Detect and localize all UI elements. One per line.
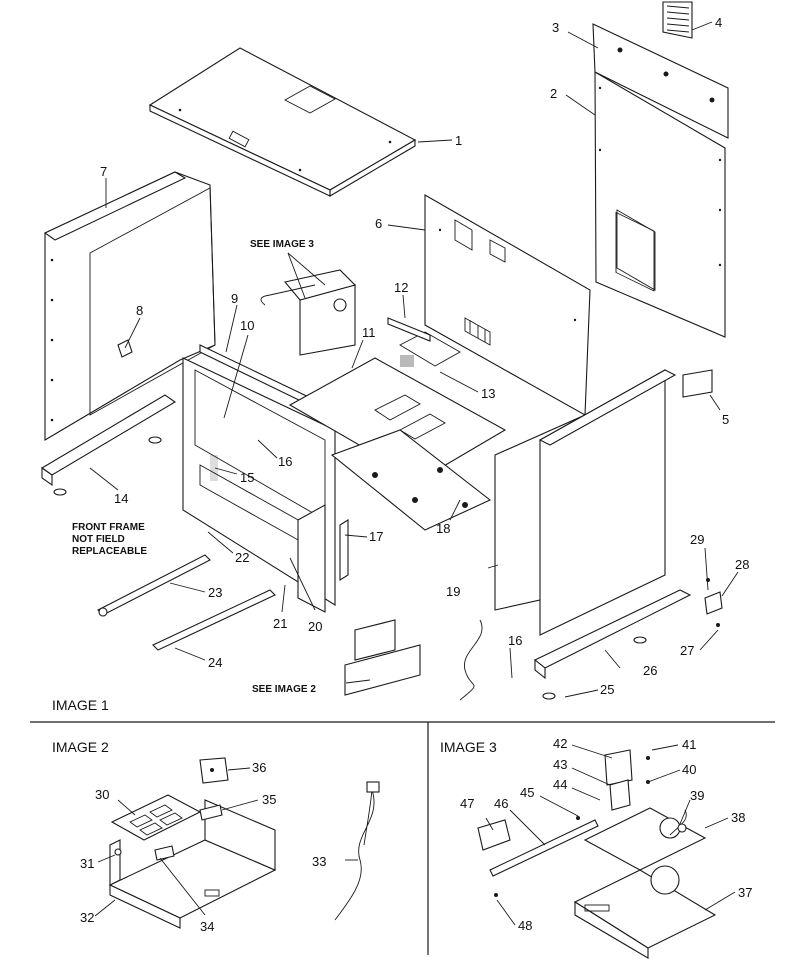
callout-46: 46 (494, 796, 508, 811)
left-side-panel (43, 171, 216, 441)
callout-36: 36 (252, 760, 266, 775)
callout-16b: 16 (508, 633, 522, 648)
image3-valve-body (583, 807, 707, 895)
callout-16a: 16 (278, 454, 292, 469)
drawer-slide-right (152, 589, 276, 651)
callout-18: 18 (436, 521, 450, 536)
image2-clip-34 (154, 845, 175, 861)
callout-45: 45 (520, 785, 534, 800)
callout-28: 28 (735, 557, 749, 572)
callout-27: 27 (680, 643, 694, 658)
vent-grille (662, 1, 693, 39)
callout-12: 12 (394, 280, 408, 295)
callout-42: 42 (553, 736, 567, 751)
section-title-image2: IMAGE 2 (52, 739, 109, 755)
image2-screw-31 (114, 848, 122, 856)
image3-valve-base-plate (573, 869, 717, 959)
callout-15: 15 (240, 470, 254, 485)
callout-34: 34 (200, 919, 214, 934)
callout-30: 30 (95, 787, 109, 802)
image3-bracket-stack (604, 749, 650, 811)
image2-power-cord (334, 789, 375, 921)
image2-relay (199, 757, 229, 784)
callout-19: 19 (446, 584, 460, 599)
callout-20: 20 (308, 619, 322, 634)
callout-35: 35 (262, 792, 276, 807)
callout-14: 14 (114, 491, 128, 506)
note-front-frame-line1: FRONT FRAME (72, 522, 145, 533)
note-front-frame-line3: REPLACEABLE (72, 546, 147, 557)
note-see-image-3: SEE IMAGE 3 (250, 239, 314, 250)
callout-25: 25 (600, 682, 614, 697)
front-hinge-bracket (297, 504, 349, 613)
callout-3: 3 (552, 20, 559, 35)
terminal-block-box-thumbnail (344, 619, 421, 696)
callout-4: 4 (715, 15, 722, 30)
right-toe-rail (533, 589, 692, 700)
callout-26: 26 (643, 663, 657, 678)
callout-47: 47 (460, 796, 474, 811)
callout-37: 37 (738, 885, 752, 900)
power-cord-thumbnail (459, 619, 483, 701)
section-title-image3: IMAGE 3 (440, 739, 497, 755)
callout-9: 9 (231, 291, 238, 306)
image2-cord-plug (366, 781, 380, 793)
gas-valve-assembly-thumbnail (260, 269, 357, 356)
callout-44: 44 (553, 777, 567, 792)
image2-clip-35 (199, 804, 223, 821)
callout-11: 11 (362, 325, 376, 340)
leader-lines-image2 (94, 767, 358, 917)
note-front-frame-line2: NOT FIELD (72, 534, 125, 545)
callout-22: 22 (235, 550, 249, 565)
drawer-slide-left (97, 554, 211, 617)
image3-thermostat-probe (669, 809, 687, 836)
leader-lines-image3 (485, 744, 736, 926)
burner-bracket (387, 317, 431, 342)
image2-terminal-board (110, 794, 202, 841)
callout-39: 39 (690, 788, 704, 803)
callout-6: 6 (375, 216, 382, 231)
callout-13: 13 (481, 386, 495, 401)
side-switch (117, 339, 133, 358)
left-toe-rail (40, 394, 177, 496)
right-side-panel (494, 369, 677, 636)
section-title-image1: IMAGE 1 (52, 697, 109, 713)
callout-40: 40 (682, 762, 696, 777)
callout-17: 17 (369, 529, 383, 544)
callout-43: 43 (553, 757, 567, 772)
callout-23: 23 (208, 585, 222, 600)
rear-trim-strip (592, 23, 729, 139)
callout-41: 41 (682, 737, 696, 752)
image3-knob-and-rod (477, 816, 599, 897)
callout-48: 48 (518, 918, 532, 933)
callout-5: 5 (722, 412, 729, 427)
callout-29: 29 (690, 532, 704, 547)
top-panel (148, 47, 417, 197)
callout-21: 21 (273, 616, 287, 631)
callout-2: 2 (550, 86, 557, 101)
callout-31: 31 (80, 856, 94, 871)
callout-33: 33 (312, 854, 326, 869)
rating-label (682, 369, 713, 398)
callout-24: 24 (208, 655, 222, 670)
callout-32: 32 (80, 910, 94, 925)
back-wall-panel (424, 194, 591, 416)
base-pan (330, 429, 492, 531)
rear-panel (594, 71, 726, 338)
callout-10: 10 (240, 318, 254, 333)
note-see-image-2: SEE IMAGE 2 (252, 684, 316, 695)
callout-8: 8 (136, 303, 143, 318)
leader-lines-image1 (89, 21, 739, 698)
callout-1: 1 (455, 133, 462, 148)
callout-7: 7 (100, 164, 107, 179)
callout-38: 38 (731, 810, 745, 825)
